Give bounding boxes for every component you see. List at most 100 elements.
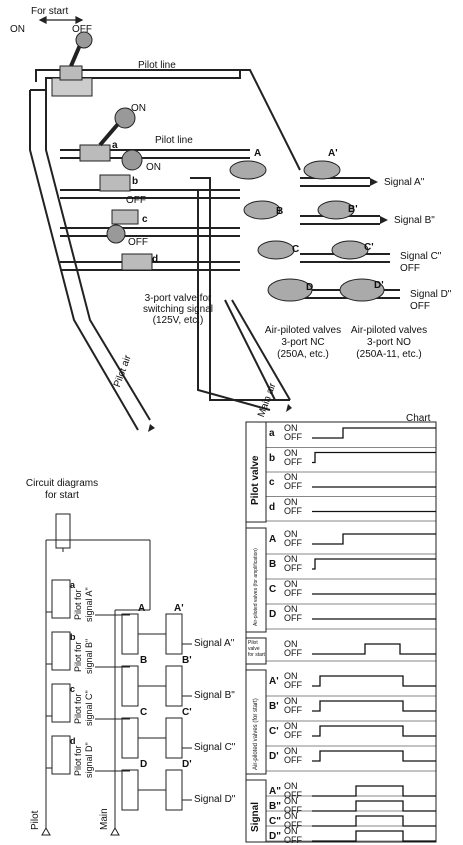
signal-D-label: Signal D" xyxy=(410,289,452,300)
off-label: OFF xyxy=(284,588,302,598)
timing-line xyxy=(312,643,436,655)
timing-line xyxy=(312,558,436,570)
timing-line xyxy=(312,533,436,545)
air-valve-D xyxy=(267,278,313,302)
valve-b xyxy=(99,174,131,192)
on-label: ON xyxy=(284,671,298,681)
air-valve-B-prime xyxy=(317,200,355,220)
circuit-nc-D: D xyxy=(140,759,148,770)
chart-row-label: a xyxy=(269,428,275,439)
circuit-title-line-1: Circuit diagrams xyxy=(25,478,99,489)
air-valve-B xyxy=(243,200,281,220)
pilot-for-c: Pilot for xyxy=(73,693,83,724)
signal-word-b: signal B" xyxy=(84,638,94,674)
on-label: ON xyxy=(284,529,298,539)
air-valve-C xyxy=(257,240,295,260)
circuit-nc-B: B xyxy=(140,655,148,666)
signal-A-label: Signal A" xyxy=(384,177,425,188)
circuit-nc-C: C xyxy=(140,707,148,718)
nc-label-D: D xyxy=(306,282,314,293)
switch-note-line-2: switching signal xyxy=(142,304,214,315)
off-label: OFF xyxy=(284,835,302,845)
circuit-nc-A: A xyxy=(138,603,146,614)
timing-line xyxy=(312,427,436,439)
lever-on-label-1: ON xyxy=(131,103,146,114)
timing-line xyxy=(312,785,436,797)
signal-word-d: signal D" xyxy=(84,742,94,778)
no-label-B: B' xyxy=(348,204,358,215)
on-label: ON xyxy=(284,447,298,458)
pilot-for-d: Pilot for xyxy=(73,745,83,776)
circuit-no-D: D' xyxy=(182,759,192,770)
off-label: OFF xyxy=(284,705,302,715)
chart-row-label: D xyxy=(269,609,277,620)
off-label: OFF xyxy=(284,538,302,548)
no-note-line-1: Air-piloted valves xyxy=(350,325,428,336)
signal-C-off-label: OFF xyxy=(400,263,420,274)
air-valve-C-prime xyxy=(331,240,369,260)
timing-line xyxy=(312,815,436,827)
chart-title: Chart xyxy=(406,413,431,424)
circuit-label-d: d xyxy=(70,736,76,746)
on-label: ON xyxy=(284,781,298,791)
on-label: ON xyxy=(284,826,298,836)
pilot-line-label-2: Pilot line xyxy=(155,135,193,146)
circuit-pilot-label: Pilot xyxy=(30,810,41,830)
valve-d xyxy=(121,253,153,271)
timing-line xyxy=(312,750,436,762)
off-label: OFF xyxy=(284,790,302,800)
timing-line xyxy=(312,800,436,812)
lever-off-label-1: OFF xyxy=(126,195,146,206)
start-on-label: ON xyxy=(10,24,25,35)
on-label: ON xyxy=(284,554,298,564)
chart-row-label: B" xyxy=(269,801,281,812)
on-label: ON xyxy=(284,496,298,507)
pilot-for-a: Pilot for xyxy=(73,589,83,620)
timing-line xyxy=(312,675,436,687)
group-label-signal: Signal xyxy=(250,801,261,832)
chart-row-label: c xyxy=(269,477,275,488)
chart-row-label: C xyxy=(269,584,277,595)
valve-c-label: c xyxy=(142,214,148,225)
nc-label-C: C xyxy=(292,244,300,255)
valve-a xyxy=(79,144,111,162)
no-note-line-2: 3-port NO xyxy=(367,337,411,348)
off-label: OFF xyxy=(284,680,302,690)
signal-word-c: signal C" xyxy=(84,690,94,726)
timing-line xyxy=(312,700,436,712)
lever-on-label-2: ON xyxy=(146,162,161,173)
on-label: ON xyxy=(284,796,298,806)
circuit-out-B: Signal B" xyxy=(194,690,235,701)
nc-note-line-3: (250A, etc.) xyxy=(277,349,329,360)
off-label: OFF xyxy=(284,805,302,815)
circuit-main-label: Main xyxy=(99,808,110,830)
signal-B-label: Signal B" xyxy=(394,215,435,226)
nc-label-B: B xyxy=(276,206,284,217)
chart-row-label: D" xyxy=(269,831,281,842)
off-label: OFF xyxy=(284,432,302,442)
no-label-A: A' xyxy=(328,148,338,159)
group-label-start: Pilot valve for start xyxy=(248,640,265,658)
chart-row-label: C' xyxy=(269,726,279,737)
off-label: OFF xyxy=(284,505,302,516)
off-label: OFF xyxy=(284,563,302,573)
circuit-title-line-2: for start xyxy=(45,490,79,501)
on-label: ON xyxy=(284,639,298,649)
circuit-out-C: Signal C" xyxy=(194,742,236,753)
on-label: ON xyxy=(284,696,298,706)
chart-row-label: D' xyxy=(269,751,279,762)
air-valve-A xyxy=(229,160,267,180)
start-off-label: OFF xyxy=(72,24,92,35)
chart-row-label: A xyxy=(269,534,277,545)
circuit-diagram xyxy=(41,513,192,836)
on-label: ON xyxy=(284,472,298,482)
chart-row-label: A' xyxy=(269,676,279,687)
circuit-no-B: B' xyxy=(182,655,192,666)
chart-row-label: A" xyxy=(269,786,281,797)
nc-note-line-1: Air-piloted valves xyxy=(264,325,342,336)
circuit-out-D: Signal D" xyxy=(194,794,236,805)
on-label: ON xyxy=(284,579,298,589)
circuit-label-a: a xyxy=(70,580,76,590)
chart-row-label: B xyxy=(269,559,277,570)
